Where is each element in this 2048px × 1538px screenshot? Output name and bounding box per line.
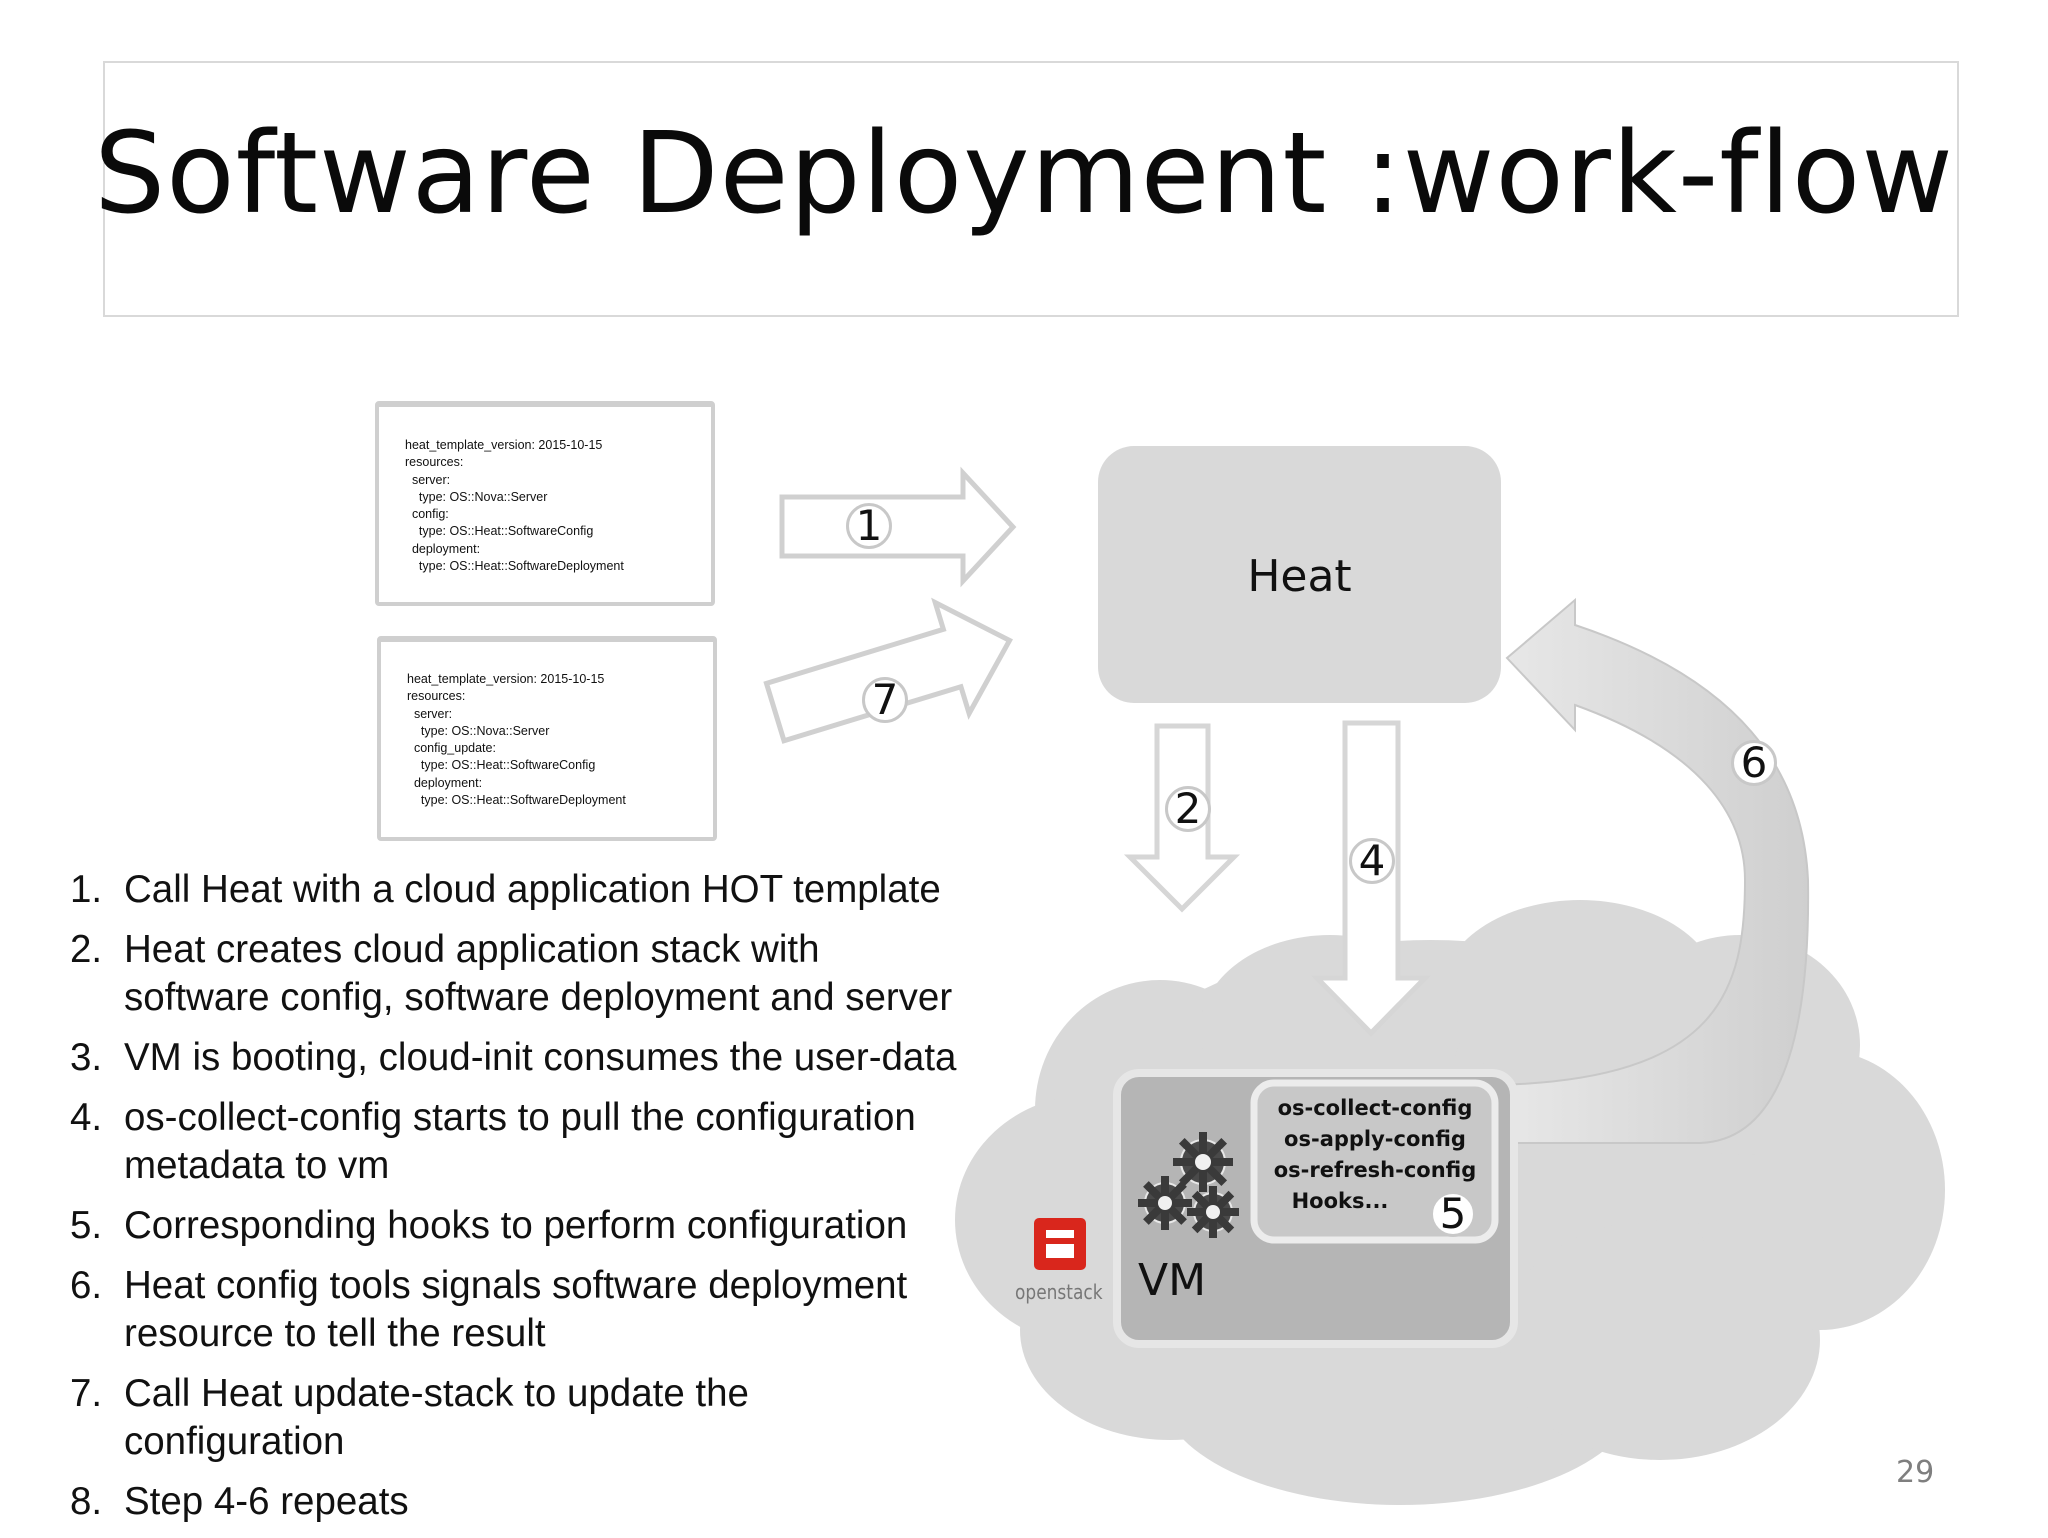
template-code-1: heat_template_version: 2015-10-15 resour… <box>405 437 624 575</box>
arrow-7 <box>763 597 1013 744</box>
title-frame <box>103 61 1959 317</box>
code-line: resources: <box>405 455 464 470</box>
step-badge-2: 2 <box>1165 786 1211 832</box>
step-text: metadata to vm <box>124 1144 390 1187</box>
slide-title: Software Deployment :work-flow <box>94 109 1954 239</box>
step-item: 5. Corresponding hooks to perform config… <box>70 1202 956 1250</box>
step-badge-4: 4 <box>1349 838 1395 884</box>
step-text: configuration <box>124 1420 345 1463</box>
heat-box <box>1098 446 1501 703</box>
tool-item: os-refresh-config <box>1273 1158 1477 1182</box>
tool-item: os-apply-config <box>1284 1127 1466 1151</box>
step-text: os-collect-config starts to pull the con… <box>124 1096 916 1139</box>
step-number: 3. <box>70 1036 103 1079</box>
step-item: 3. VM is booting, cloud-init consumes th… <box>70 1034 956 1082</box>
code-line: config: <box>405 507 449 522</box>
heat-label: Heat <box>1247 551 1352 602</box>
step-badge-6: 6 <box>1731 740 1777 786</box>
code-line: type: OS::Heat::SoftwareDeployment <box>405 559 624 574</box>
code-line: resources: <box>407 689 466 704</box>
code-line: deployment: <box>405 541 481 556</box>
step-number: 5. <box>70 1204 103 1247</box>
step-item: 2. Heat creates cloud application stack … <box>70 926 956 1022</box>
code-line: type: OS::Heat::SoftwareDeployment <box>407 793 626 808</box>
code-line: type: OS::Heat::SoftwareConfig <box>407 758 596 773</box>
step-item: 4. os-collect-config starts to pull the … <box>70 1094 956 1190</box>
code-line: config_update: <box>407 741 496 756</box>
step-text: software config, software deployment and… <box>124 976 953 1019</box>
openstack-logo-icon <box>1034 1218 1086 1270</box>
code-line: type: OS::Nova::Server <box>407 723 550 738</box>
step-number: 7. <box>70 1372 103 1415</box>
template-scroll-2 <box>377 636 717 841</box>
code-line: server: <box>407 706 453 721</box>
step-item: 1. Call Heat with a cloud application HO… <box>70 866 956 914</box>
code-line: heat_template_version: 2015-10-15 <box>407 672 605 686</box>
step-text: Call Heat with a cloud application HOT t… <box>124 868 941 911</box>
step-number: 6. <box>70 1264 103 1307</box>
workflow-steps-list: 1. Call Heat with a cloud application HO… <box>70 866 956 1538</box>
template-code-2: heat_template_version: 2015-10-15 resour… <box>407 671 626 809</box>
code-line: server: <box>405 472 451 487</box>
vm-label: VM <box>1138 1255 1207 1306</box>
page-number: 29 <box>1896 1455 1935 1490</box>
step-text: resource to tell the result <box>124 1312 546 1355</box>
return-arrow-6 <box>1494 597 1810 1144</box>
arrow-1 <box>779 466 1017 588</box>
step-number: 8. <box>70 1480 103 1523</box>
step-text: Step 4-6 repeats <box>124 1480 409 1523</box>
step-item: 7. Call Heat update-stack to update the … <box>70 1370 956 1466</box>
gears-icon <box>1138 1132 1239 1238</box>
step-item: 6. Heat config tools signals software de… <box>70 1262 956 1358</box>
tool-item: Hooks... <box>1291 1189 1389 1213</box>
code-line: deployment: <box>407 775 483 790</box>
step-text: Heat config tools signals software deplo… <box>124 1264 908 1307</box>
step-number: 2. <box>70 928 103 971</box>
step-text: VM is booting, cloud-init consumes the u… <box>124 1036 957 1079</box>
step-badge-5: 5 <box>1430 1191 1476 1237</box>
config-tools-list: os-collect-config os-apply-config os-ref… <box>1258 1093 1492 1217</box>
step-number: 1. <box>70 868 103 911</box>
code-line: type: OS::Heat::SoftwareConfig <box>405 524 594 539</box>
template-scroll-1 <box>375 401 715 606</box>
code-line: heat_template_version: 2015-10-15 <box>405 438 603 452</box>
step-text: Call Heat update-stack to update the <box>124 1372 749 1415</box>
step-badge-1: 1 <box>846 503 892 549</box>
step-number: 4. <box>70 1096 103 1139</box>
tool-item: os-collect-config <box>1277 1096 1473 1120</box>
step-item: 8. Step 4-6 repeats <box>70 1478 956 1526</box>
step-text: Heat creates cloud application stack wit… <box>124 928 820 971</box>
openstack-logo-text: openstack <box>1015 1280 1103 1304</box>
step-text: Corresponding hooks to perform configura… <box>124 1204 908 1247</box>
step-badge-7: 7 <box>862 677 908 723</box>
code-line: type: OS::Nova::Server <box>405 489 548 504</box>
